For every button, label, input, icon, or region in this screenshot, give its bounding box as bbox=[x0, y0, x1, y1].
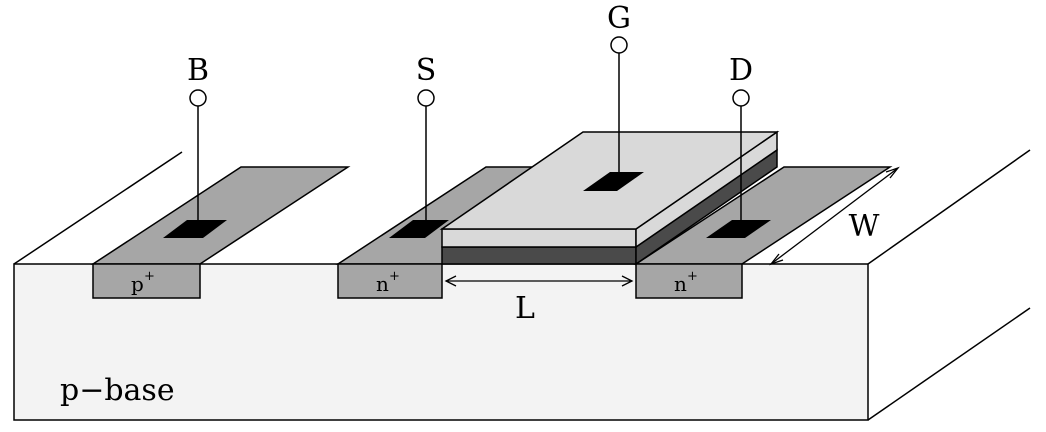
source-contact-pad bbox=[389, 220, 449, 238]
drain-region-label: n bbox=[674, 272, 687, 296]
drain-region-superscript: + bbox=[687, 269, 698, 284]
source-diffusion-front bbox=[337, 263, 443, 299]
gate-contact-pad bbox=[583, 172, 644, 191]
width-dimension-label: W bbox=[849, 209, 880, 244]
gate-front-face bbox=[441, 228, 637, 248]
source-region-label: n bbox=[376, 272, 389, 296]
gate-oxide-front bbox=[441, 246, 637, 265]
body-contact-pad bbox=[163, 220, 227, 238]
body-region-label: p bbox=[131, 272, 144, 296]
gate-terminal-node bbox=[610, 36, 628, 54]
source-terminal-label: S bbox=[416, 53, 437, 88]
substrate-top-back-right-edge bbox=[867, 149, 1031, 265]
source-terminal-node bbox=[417, 89, 435, 107]
body-diffusion-front bbox=[92, 263, 201, 299]
body-region-superscript: + bbox=[144, 269, 155, 284]
gate-terminal-label: G bbox=[607, 1, 631, 36]
source-region-superscript: + bbox=[389, 269, 400, 284]
drain-terminal-label: D bbox=[729, 53, 753, 88]
body-terminal-label: B bbox=[187, 53, 209, 88]
length-dimension-arrow bbox=[444, 275, 634, 287]
width-dimension-arrow bbox=[769, 166, 900, 266]
body-diffusion-top bbox=[90, 166, 351, 265]
substrate-bottom-right-edge bbox=[867, 307, 1031, 421]
substrate-label: p−base bbox=[60, 373, 175, 408]
body-terminal-node bbox=[189, 89, 207, 107]
drain-diffusion-front bbox=[635, 263, 743, 299]
length-dimension-label: L bbox=[515, 291, 535, 326]
substrate-top-back-left-edge bbox=[13, 151, 183, 265]
drain-contact-pad bbox=[706, 220, 771, 238]
drain-terminal-node bbox=[732, 89, 750, 107]
